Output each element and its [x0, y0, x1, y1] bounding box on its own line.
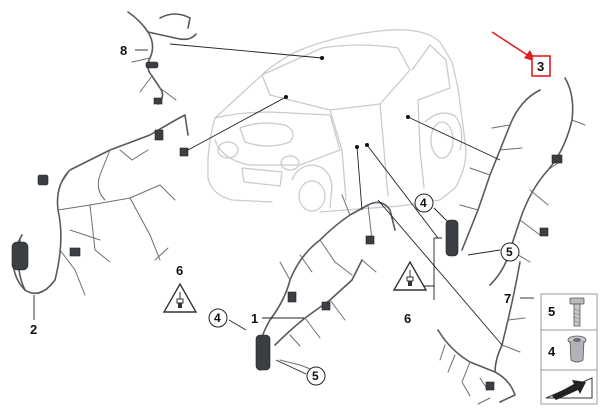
callout-4-right: 4 — [420, 196, 427, 210]
callout-5-right: 5 — [506, 245, 513, 259]
bolt-icon — [176, 292, 184, 304]
legend-label-4: 4 — [548, 344, 556, 359]
leader-lines — [33, 31, 536, 375]
callout-6-right: 6 — [404, 311, 411, 326]
harness-front-door — [255, 194, 396, 373]
harness-front — [11, 114, 189, 296]
warning-triangle-icon — [392, 260, 428, 291]
callout-5-left: 5 — [312, 369, 319, 383]
highlight-box — [531, 55, 551, 77]
callout-6-left: 6 — [176, 263, 183, 278]
legend-label-5: 5 — [548, 304, 555, 319]
harness-rear — [437, 261, 526, 405]
callout-1: 1 — [251, 311, 258, 326]
callout-3: 3 — [537, 59, 544, 74]
callout-2: 2 — [30, 322, 37, 337]
callout-7: 7 — [504, 291, 511, 306]
car-outline — [207, 29, 467, 213]
harness-roof — [127, 11, 197, 105]
callouts: 8 2 1 7 3 4 5 4 5 6 6 — [30, 43, 551, 386]
callout-8: 8 — [120, 43, 127, 58]
warning-triangle-icon — [162, 282, 198, 313]
callout-4-left: 4 — [214, 311, 221, 325]
wedge-icon — [545, 377, 593, 400]
bolt-icon — [569, 297, 585, 327]
nut-icon — [567, 335, 587, 363]
legend-panel: 5 4 — [540, 293, 598, 405]
